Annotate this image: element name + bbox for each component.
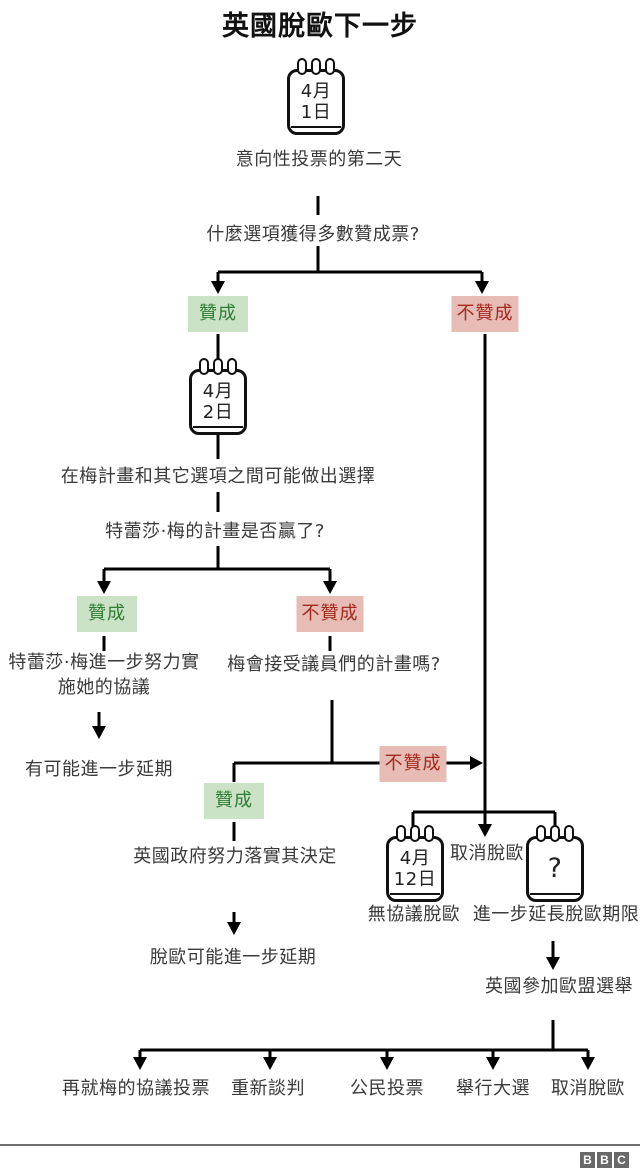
- option-vote-again-may-deal: 再就梅的協議投票: [62, 1078, 210, 1099]
- text-may-implements-line2: 施她的協議: [57, 677, 151, 698]
- question-majority: 什麼選項獲得多數贊成票?: [206, 224, 420, 245]
- bbc-logo: B B C: [580, 1152, 629, 1168]
- option-referendum: 公民投票: [350, 1078, 424, 1099]
- badge-no-3: 不贊成: [379, 746, 447, 782]
- badge-yes-3: 贊成: [204, 783, 264, 819]
- calendar-rings: [189, 358, 247, 375]
- calendar-question-mark: ?: [547, 853, 563, 884]
- calendar-base: [530, 893, 580, 895]
- calendar-day: 1日: [300, 102, 332, 123]
- calendar-month: 4月: [202, 381, 234, 402]
- calendar-month: 4月: [399, 848, 431, 869]
- option-renegotiate: 重新談判: [231, 1078, 305, 1099]
- text-may-implements: 特蕾莎·梅進一步努力實 施她的協議: [8, 650, 199, 700]
- bbc-logo-letter: C: [614, 1152, 629, 1168]
- caption-indicative-votes: 意向性投票的第二天: [235, 149, 403, 170]
- badge-yes-1: 贊成: [188, 296, 248, 332]
- option-cancel-brexit: 取消脫歐: [551, 1078, 625, 1099]
- text-cancel-brexit-mid: 取消脫歐: [450, 843, 524, 864]
- caption-choice-between-plans: 在梅計畫和其它選項之間可能做出選擇: [60, 466, 376, 487]
- calendar-rings: [386, 825, 444, 842]
- bbc-logo-letter: B: [580, 1152, 595, 1168]
- calendar-rings: [526, 825, 584, 842]
- page-title: 英國脫歐下一步: [222, 11, 418, 42]
- calendar-apr1-icon: 4月 1日: [287, 58, 345, 135]
- calendar-base: [390, 893, 440, 895]
- calendar-month: 4月: [300, 81, 332, 102]
- badge-yes-2: 贊成: [77, 596, 137, 632]
- calendar-base: [193, 426, 243, 428]
- badge-no-1: 不贊成: [451, 296, 519, 332]
- calendar-apr12-icon: 4月 12日: [386, 825, 444, 902]
- footer-divider: [0, 1144, 640, 1146]
- calendar-day: 12日: [393, 869, 437, 890]
- calendar-day: 2日: [202, 402, 234, 423]
- question-may-plan-win: 特蕾莎·梅的計畫是否贏了?: [105, 521, 325, 542]
- caption-no-deal-brexit: 無協議脫歐: [367, 904, 461, 925]
- option-general-election: 舉行大選: [456, 1078, 530, 1099]
- text-brexit-delay: 脫歐可能進一步延期: [149, 947, 317, 968]
- calendar-base: [291, 126, 341, 128]
- calendar-question-icon: ?: [526, 825, 584, 902]
- question-may-accept: 梅會接受議員們的計畫嗎?: [227, 654, 441, 675]
- calendar-rings: [287, 58, 345, 75]
- badge-no-2: 不贊成: [296, 596, 364, 632]
- text-eu-elections: 英國參加歐盟選舉: [485, 976, 633, 997]
- text-may-implements-line1: 特蕾莎·梅進一步努力實: [8, 652, 200, 673]
- text-possible-delay: 有可能進一步延期: [25, 759, 173, 780]
- bbc-logo-letter: B: [597, 1152, 612, 1168]
- caption-extend-deadline: 進一步延長脫歐期限: [472, 904, 640, 925]
- text-govt-implements: 英國政府努力落實其決定: [133, 846, 337, 867]
- calendar-apr2-icon: 4月 2日: [189, 358, 247, 435]
